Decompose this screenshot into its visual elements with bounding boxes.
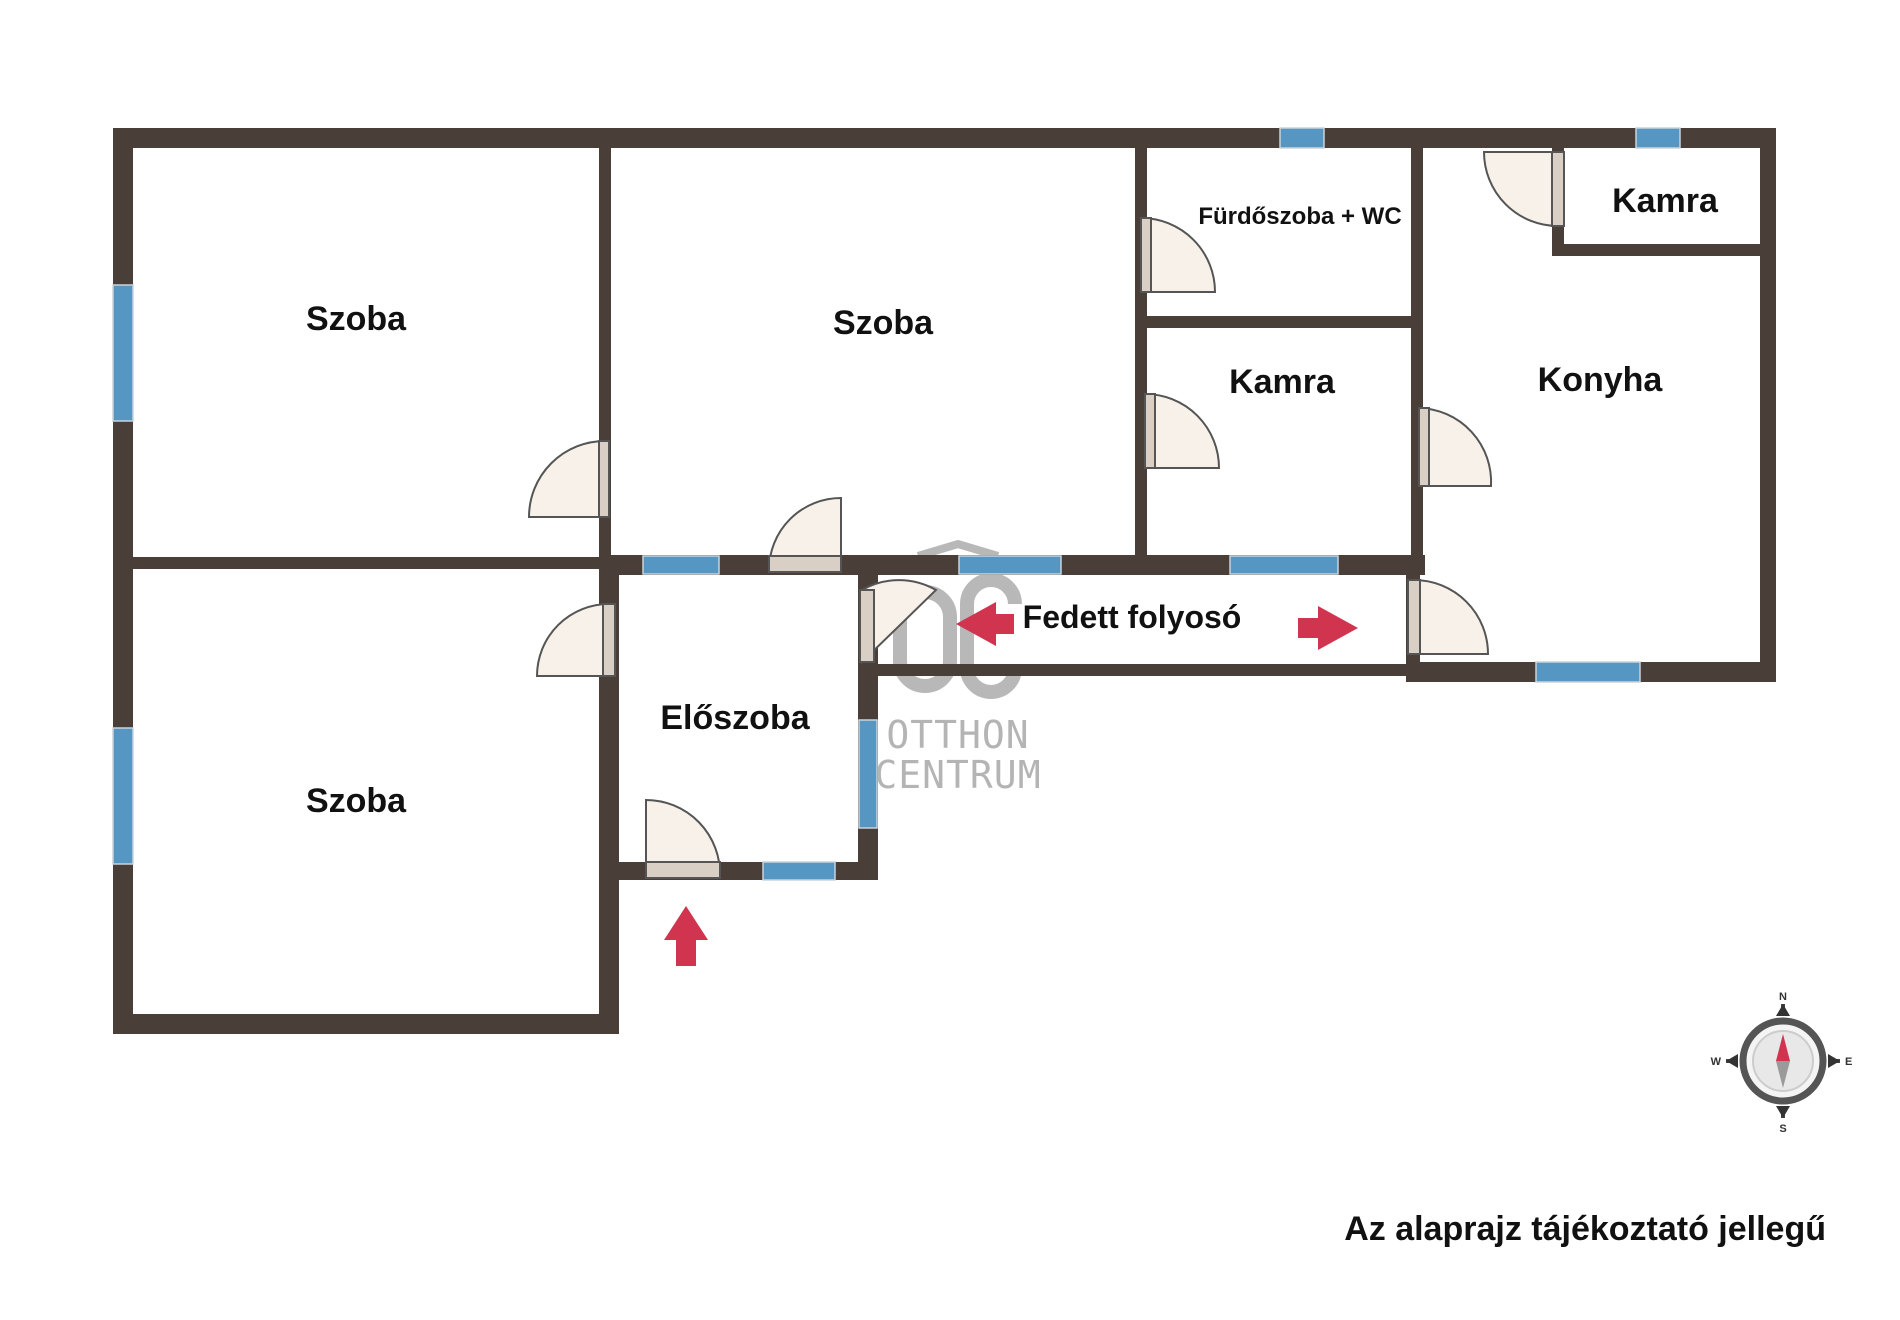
room-label-konyha: Konyha [1538, 361, 1664, 399]
window [958, 555, 1062, 575]
wall-right [1760, 128, 1776, 682]
compass-south: S [1779, 1123, 1786, 1135]
door-swing [1482, 151, 1565, 228]
wall-corridor-bottom [878, 664, 1406, 676]
arrow-right-icon [1298, 606, 1358, 650]
window [858, 719, 878, 829]
disclaimer-note: Az alaprajz tájékoztató jellegű [1344, 1210, 1826, 1248]
room-label-furdoszoba: Fürdőszoba + WC [1198, 203, 1401, 230]
windows [112, 127, 1681, 881]
door-swing [527, 439, 610, 518]
compass-east: E [1845, 1056, 1852, 1068]
watermark: OTTHON CENTRUM [874, 539, 1041, 797]
room-label-szoba-2: Szoba [833, 304, 934, 342]
doors [527, 151, 1565, 879]
wall-small-kamra-bottom [1552, 244, 1760, 256]
wall-szoba2-right [1135, 148, 1147, 563]
door-swing [1140, 216, 1217, 293]
window [1229, 555, 1339, 575]
door-swing [767, 496, 842, 573]
arrow-left-icon [956, 602, 1014, 646]
arrow-up-icon [664, 906, 708, 966]
window [1535, 661, 1641, 683]
compass-icon: N S W E [1711, 991, 1853, 1135]
wall-top [113, 128, 1776, 148]
window [1279, 127, 1325, 149]
window [112, 284, 134, 422]
room-label-folyoso: Fedett folyosó [1023, 599, 1242, 635]
watermark-line-2: CENTRUM [874, 753, 1041, 797]
wall-szoba-horizontal [133, 557, 605, 569]
room-label-szoba-1: Szoba [306, 300, 407, 338]
window [642, 555, 720, 575]
wall-furdo-kamra [1141, 316, 1417, 328]
wall-kamra-konyha [1411, 148, 1423, 575]
compass-west: W [1711, 1056, 1722, 1068]
window [112, 727, 134, 865]
door-swing [645, 798, 722, 879]
room-label-eloszoba: Előszoba [660, 699, 810, 737]
door-swing [1418, 406, 1493, 487]
compass-north: N [1779, 991, 1787, 1003]
door-swing [1407, 578, 1490, 655]
window [1635, 127, 1681, 149]
door-swing [1144, 392, 1221, 469]
watermark-line-1: OTTHON [886, 713, 1029, 757]
door-swing [859, 579, 938, 665]
room-label-kamra-2: Kamra [1612, 182, 1719, 220]
wall-bottom-left [113, 1014, 618, 1034]
wall-left [113, 128, 133, 1033]
arrows [664, 602, 1358, 966]
walls [113, 128, 1776, 1034]
room-label-kamra-1: Kamra [1229, 363, 1336, 401]
door-swing [535, 602, 616, 677]
room-labels: Szoba Szoba Szoba Fürdőszoba + WC Kamra … [306, 182, 1719, 820]
window [762, 861, 836, 881]
room-label-szoba-3: Szoba [306, 782, 407, 820]
